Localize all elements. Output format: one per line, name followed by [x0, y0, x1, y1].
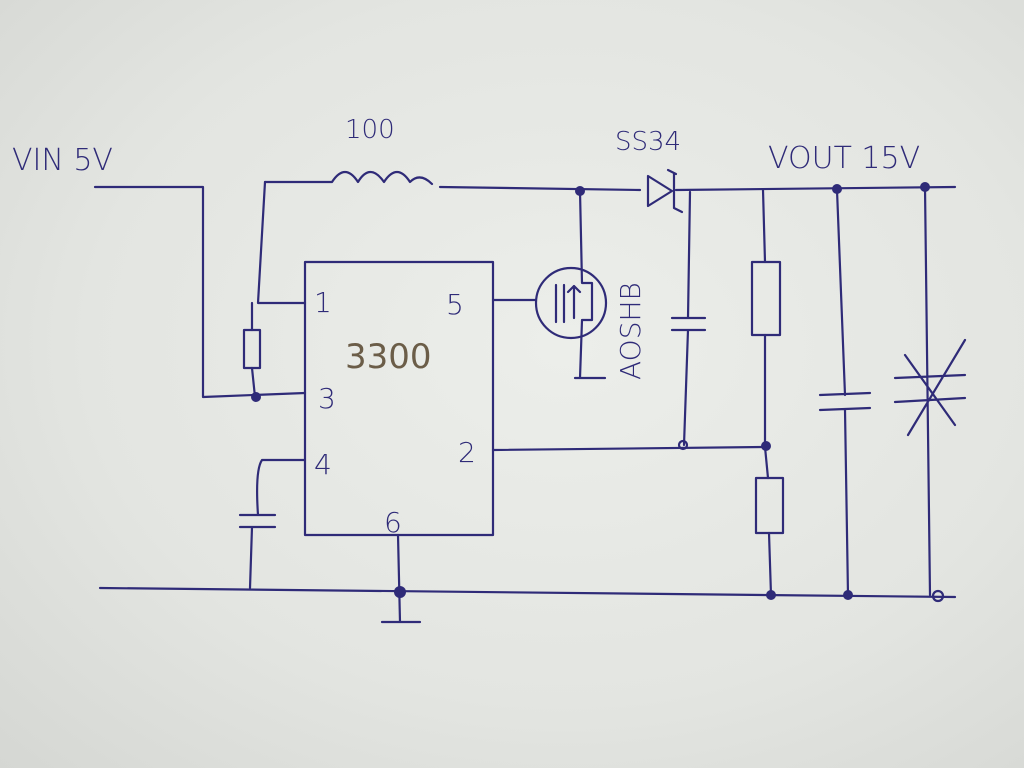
- feedback-wire: [491, 445, 767, 452]
- output-capacitor-2: [818, 188, 872, 597]
- sense-resistor-leads: [250, 301, 257, 399]
- junction-dot: [843, 590, 853, 600]
- vin-wire: [93, 185, 307, 399]
- divider-leads: [761, 188, 773, 597]
- pin-2-label: 2: [458, 436, 476, 469]
- mosfet-body: [534, 266, 608, 340]
- mosfet-label: AOSHB: [614, 282, 647, 380]
- variable-load: [893, 185, 967, 597]
- pin-5-label: 5: [446, 288, 464, 321]
- pin-1-label: 1: [314, 286, 332, 319]
- soft-start-capacitor: [238, 458, 307, 590]
- junction-dot: [761, 441, 771, 451]
- chip-label: 3300: [345, 337, 432, 377]
- junction-dot: [394, 586, 406, 598]
- pin1-wire: [256, 180, 307, 305]
- ground-symbol: [380, 533, 422, 624]
- output-capacitor-1: [670, 190, 707, 447]
- mosfet-nmos: [554, 189, 607, 380]
- divider-resistor-bottom: [754, 476, 785, 535]
- diode-ss34: [646, 168, 684, 214]
- vout-label: VOUT 15V: [768, 141, 920, 176]
- pin-6-label: 6: [384, 506, 402, 539]
- divider-resistor-top: [750, 260, 782, 337]
- inductor-value-label: 100: [345, 115, 395, 145]
- inductor: [263, 170, 642, 192]
- junction-dot: [931, 589, 945, 603]
- ground-rail: [98, 586, 957, 599]
- sense-resistor: [242, 328, 262, 370]
- diode-label: SS34: [615, 127, 681, 157]
- pin-4-label: 4: [314, 448, 332, 481]
- vout-wire: [674, 185, 957, 192]
- pin-3-label: 3: [318, 382, 336, 415]
- vin-label: VIN 5V: [12, 143, 113, 178]
- junction-dot: [766, 590, 776, 600]
